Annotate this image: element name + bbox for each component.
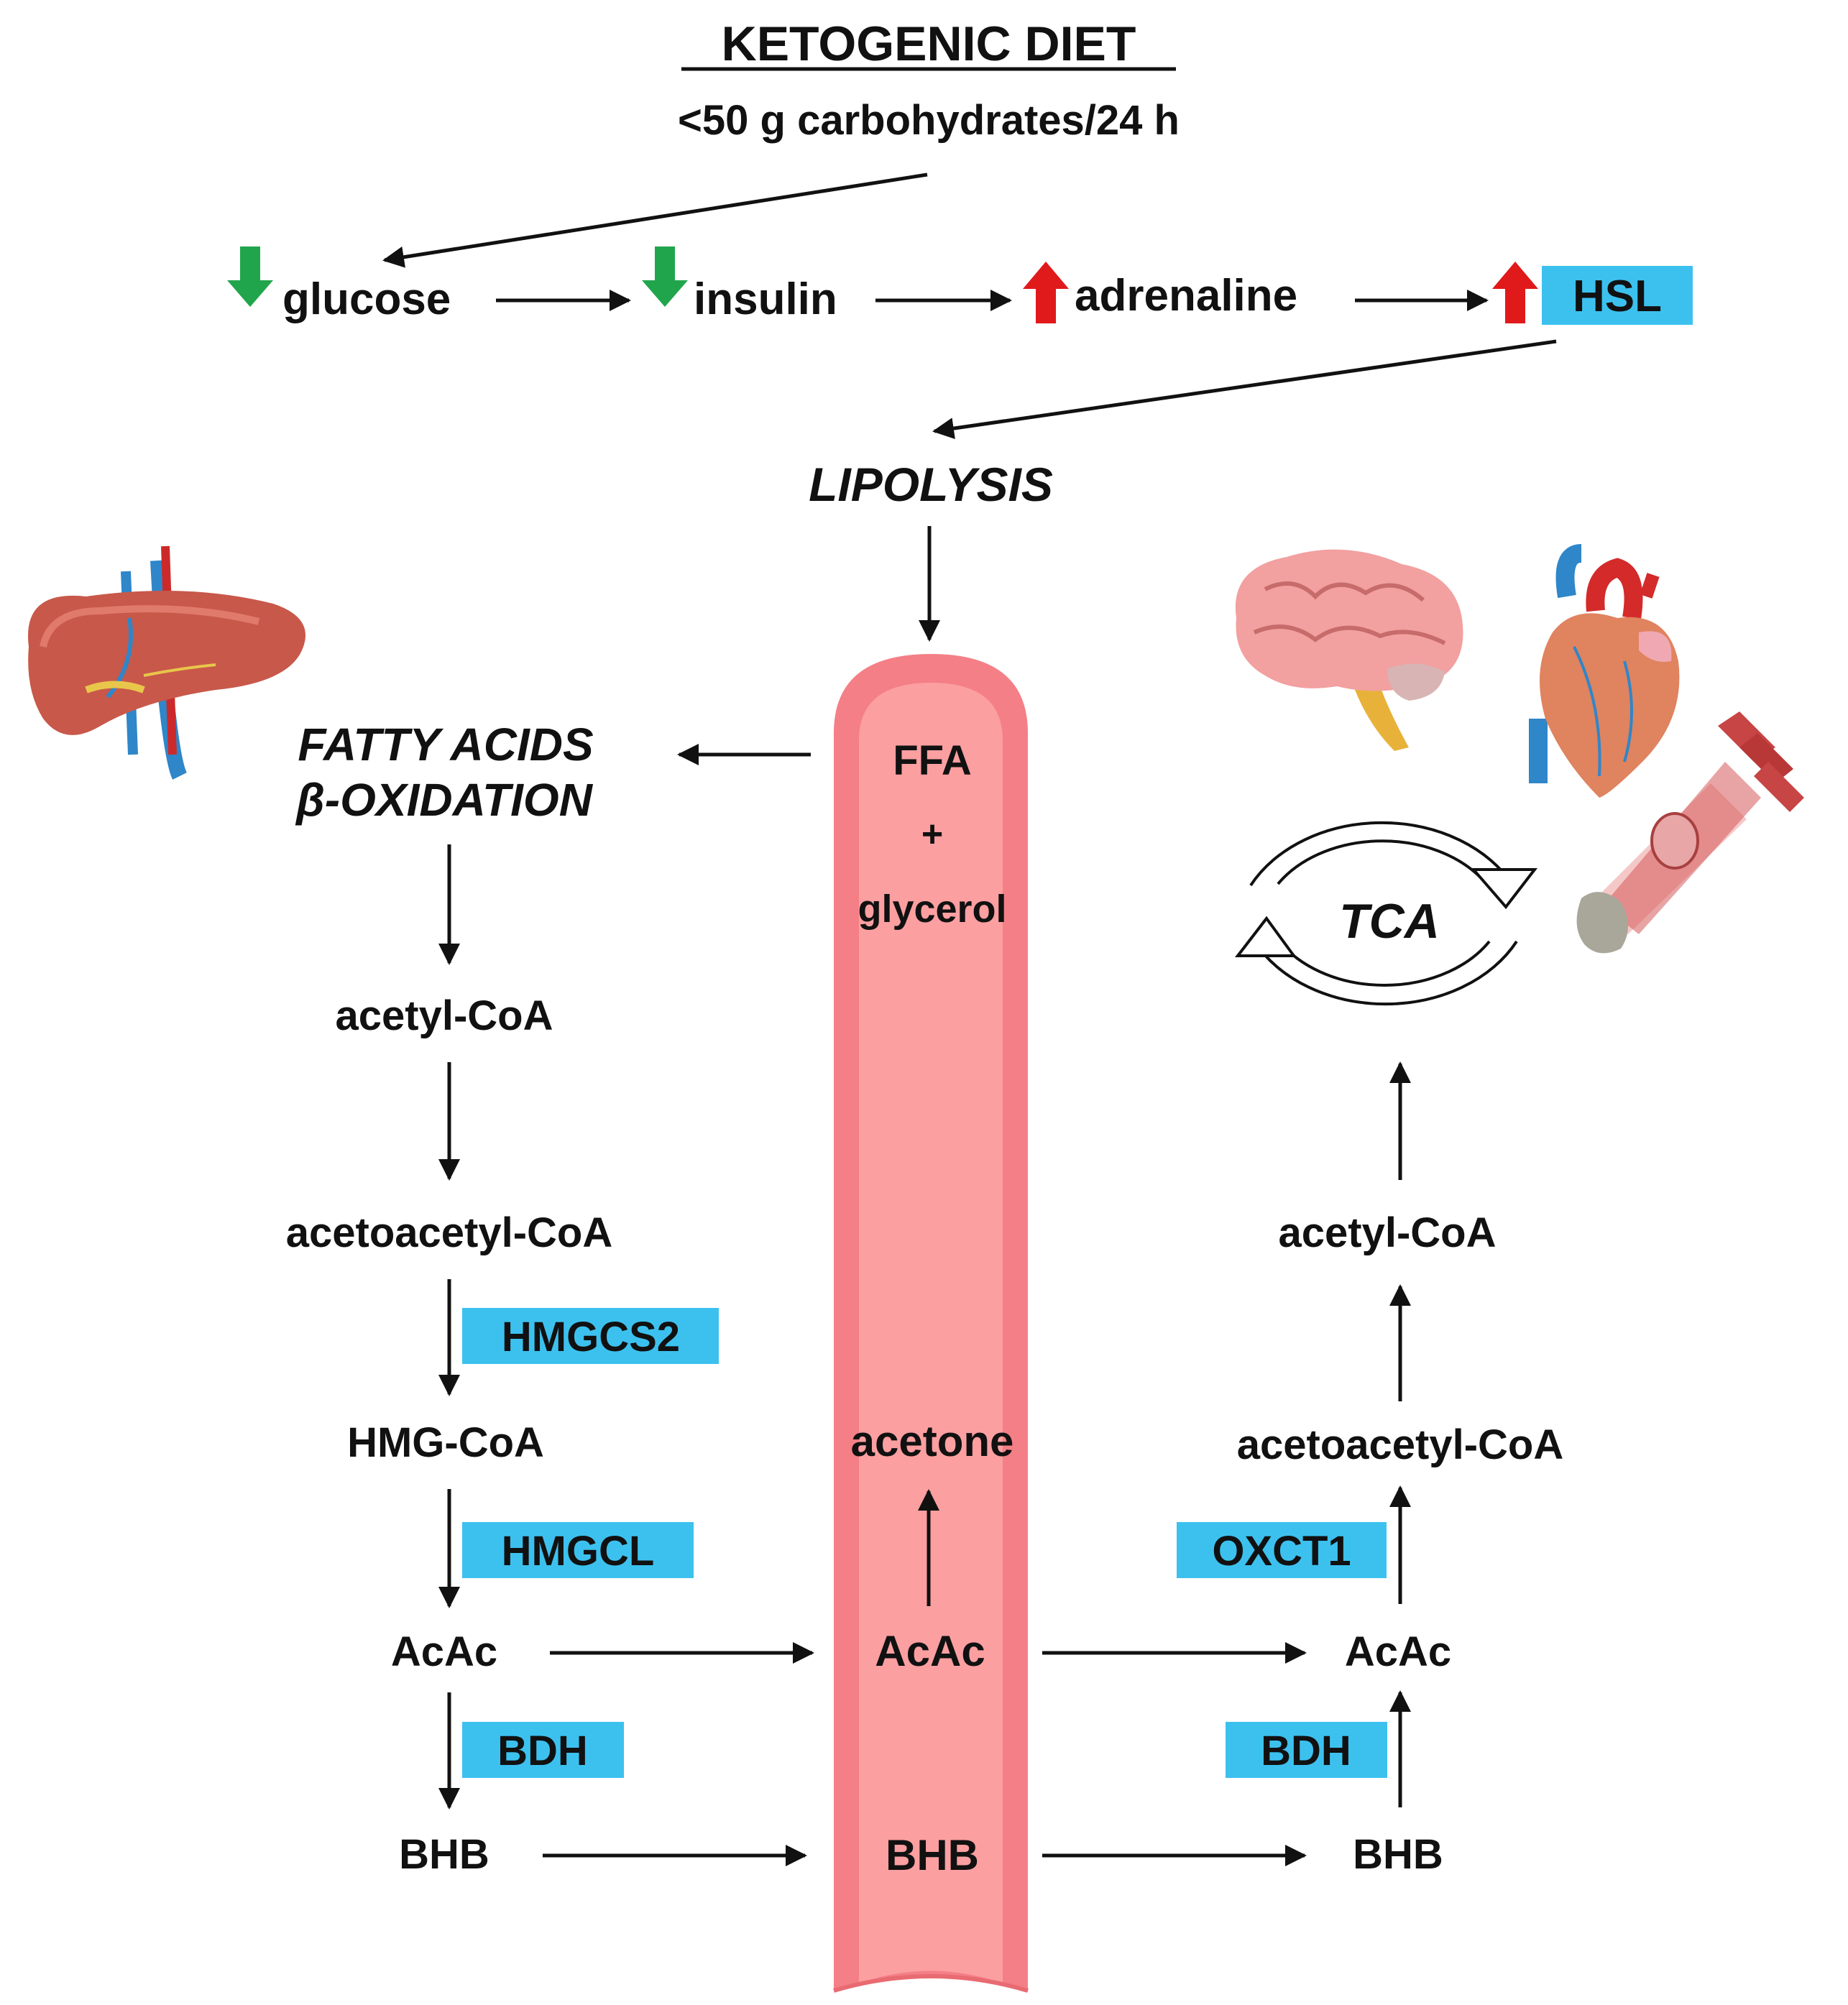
diagram-title: KETOGENIC DIET xyxy=(722,17,1136,71)
liver-acetoacetyl-coa-label: acetoacetyl-CoA xyxy=(286,1209,612,1256)
liver-bdh-label: BDH xyxy=(497,1728,588,1774)
hmgcl-enzyme-box: HMGCL xyxy=(462,1522,694,1578)
plus-label: + xyxy=(921,813,943,855)
hsl-label: HSL xyxy=(1573,272,1662,321)
heart-icon xyxy=(1529,544,1680,798)
blood-acac-label: AcAc xyxy=(875,1627,985,1675)
glucose-label: glucose xyxy=(282,275,451,324)
fatty-acids-label: FATTY ACIDS xyxy=(298,719,594,770)
up-arrow-icon xyxy=(1023,262,1069,323)
liver-acac-label: AcAc xyxy=(391,1628,497,1675)
acetone-label: acetone xyxy=(851,1417,1014,1465)
down-arrow-icon xyxy=(227,246,273,307)
liver-bhb-label: BHB xyxy=(399,1831,489,1878)
insulin-label: insulin xyxy=(694,275,837,324)
hsl-enzyme-box: HSL xyxy=(1542,266,1693,325)
brain-icon xyxy=(1235,549,1463,751)
arrow-diet-to-glucose xyxy=(382,172,928,268)
blood-vessel xyxy=(833,654,1029,1993)
ffa-label: FFA xyxy=(893,737,972,784)
tissue-bdh-enzyme-box: BDH xyxy=(1226,1722,1387,1778)
tissue-acac-label: AcAc xyxy=(1345,1628,1451,1675)
diagram-subtitle: <50 g carbohydrates/24 h xyxy=(678,97,1180,144)
oxct1-label: OXCT1 xyxy=(1212,1528,1351,1575)
lipolysis-label: LIPOLYSIS xyxy=(809,458,1053,511)
hmgcs2-enzyme-box: HMGCS2 xyxy=(462,1308,719,1364)
hmgcl-label: HMGCL xyxy=(502,1528,655,1575)
liver-bdh-enzyme-box: BDH xyxy=(462,1722,624,1778)
blood-bhb-label: BHB xyxy=(886,1831,979,1879)
tissue-bdh-label: BDH xyxy=(1261,1728,1351,1774)
arrow-hsl-to-lipolysis xyxy=(932,339,1557,439)
tca-label: TCA xyxy=(1339,894,1440,949)
liver-icon xyxy=(28,545,305,780)
tissue-acetoacetyl-coa-label: acetoacetyl-CoA xyxy=(1237,1421,1563,1468)
beta-oxidation-label: β-OXIDATION xyxy=(295,774,594,826)
up-arrow-icon xyxy=(1492,262,1538,323)
muscle-icon xyxy=(1576,711,1804,954)
down-arrow-icon xyxy=(642,246,688,307)
liver-acetyl-coa-label: acetyl-CoA xyxy=(336,992,553,1039)
oxct1-enzyme-box: OXCT1 xyxy=(1177,1522,1387,1578)
hmgcs2-label: HMGCS2 xyxy=(502,1314,680,1360)
adrenaline-label: adrenaline xyxy=(1075,271,1297,321)
tissue-bhb-label: BHB xyxy=(1353,1831,1443,1878)
hmg-coa-label: HMG-CoA xyxy=(347,1419,544,1466)
glycerol-label: glycerol xyxy=(858,888,1006,931)
tissue-acetyl-coa-label: acetyl-CoA xyxy=(1279,1209,1497,1256)
tca-cycle-icon xyxy=(1234,812,1538,1006)
